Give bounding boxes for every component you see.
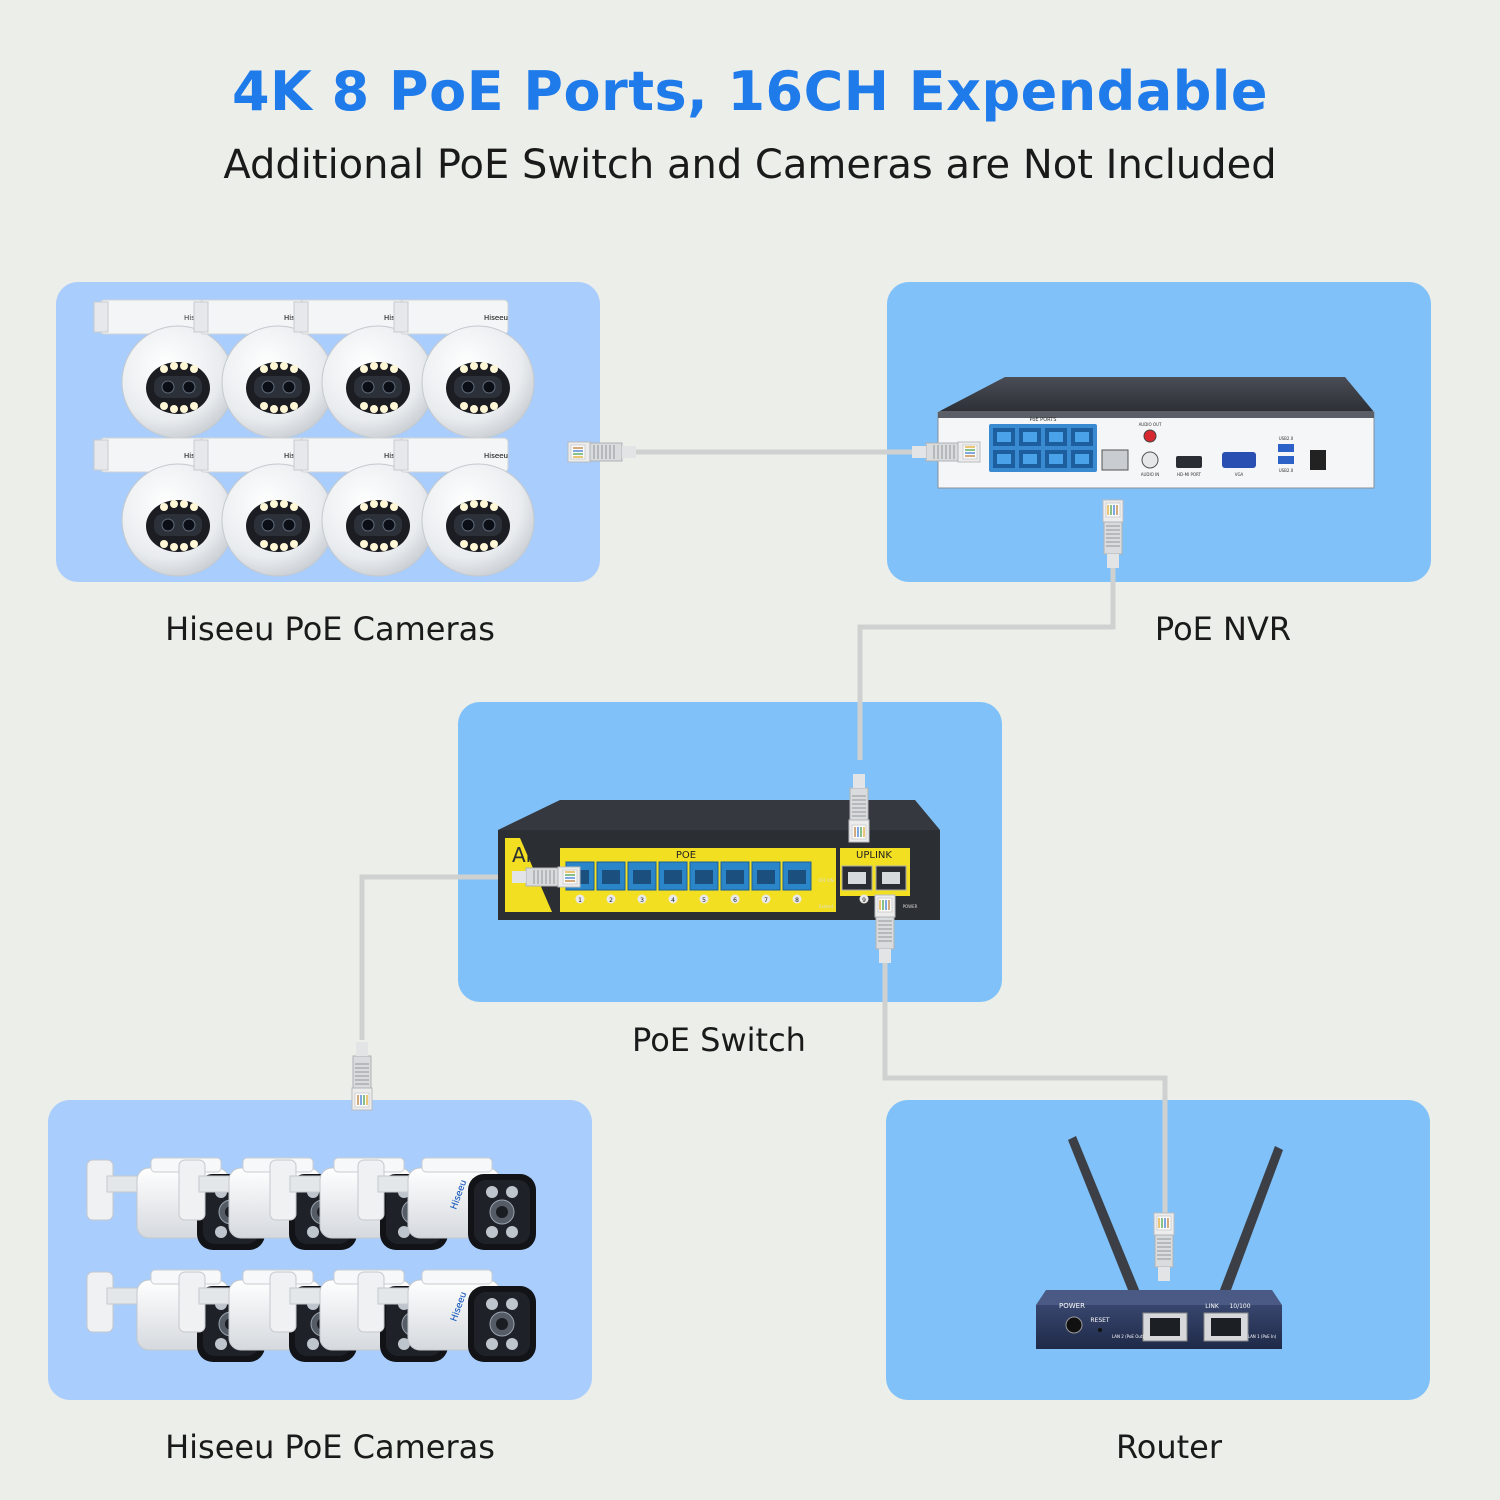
switch-poe-label: POE bbox=[676, 850, 696, 861]
plug-switch-uplink-bottom bbox=[874, 894, 896, 964]
dome-cameras-label: Hiseeu PoE Cameras bbox=[165, 610, 495, 648]
page-title: 4K 8 PoE Ports, 16CH Expendable bbox=[231, 60, 1269, 123]
page-subtitle: Additional PoE Switch and Cameras are No… bbox=[223, 142, 1277, 188]
switch-uplink-label: UPLINK bbox=[856, 850, 892, 861]
switch-dip-label: OFF ON bbox=[818, 878, 833, 883]
router-lan1-label: LAN 1 (PoE In) bbox=[1248, 1334, 1277, 1339]
switch-power-label: POWER bbox=[903, 904, 918, 909]
dome-camera-1: Hiseeu bbox=[93, 299, 235, 439]
nvr-port-header: PoE PORTS bbox=[1030, 417, 1057, 423]
switch-port-number: 2 bbox=[609, 897, 613, 904]
cable-switch-to-bullets bbox=[359, 874, 500, 1040]
dome-camera-brand: Hiseeu bbox=[484, 452, 508, 460]
nvr-vga-label: VGA bbox=[1235, 472, 1244, 477]
dome-camera-brand: Hiseeu bbox=[484, 452, 508, 460]
nvr-label: PoE NVR bbox=[1154, 610, 1292, 648]
switch-port-number: 6 bbox=[733, 897, 737, 904]
plug-cameras-nvr-right bbox=[911, 441, 981, 463]
cable-nvr-to-switch bbox=[857, 560, 1116, 760]
router-reset-label: RESET bbox=[1090, 1317, 1110, 1324]
nvr-poe-ports bbox=[989, 424, 1097, 472]
switch-port-number: 5 bbox=[702, 897, 706, 904]
bullet-cameras-label: Hiseeu PoE Cameras bbox=[165, 1428, 495, 1466]
router-device: POWER RESET LINK 10/100 LAN 2 (PoE Out) … bbox=[1036, 1136, 1283, 1349]
switch-poe-ports bbox=[565, 861, 812, 891]
nvr-hdmi-label: HD-MI PORT bbox=[1177, 472, 1201, 477]
plug-router-lan bbox=[1153, 1212, 1175, 1282]
switch-port-number: 1 bbox=[578, 897, 582, 904]
nvr-usb-label-2: USB2.0 bbox=[1279, 468, 1294, 473]
router-power-label: POWER bbox=[1059, 1302, 1085, 1310]
switch-port-number: 8 bbox=[795, 897, 799, 904]
switch-uplink-ports bbox=[841, 865, 907, 891]
dome-camera-brand: Hiseeu bbox=[484, 314, 508, 322]
router-label: Router bbox=[1115, 1428, 1223, 1466]
poe-switch-device: Ai POE UPLINK 12345678910 OFF ON Extend … bbox=[498, 800, 940, 920]
switch-port-number: 3 bbox=[640, 897, 644, 904]
router-lan2-label: LAN 2 (PoE Out) bbox=[1112, 1334, 1144, 1339]
nvr-usb-label-1: USB2.0 bbox=[1279, 436, 1294, 441]
plug-nvr-bottom bbox=[1102, 499, 1124, 569]
nvr-device: PoE PORTS AUDIO OUT AUDIO IN HD-MI PORT … bbox=[937, 377, 1375, 489]
router-speed-label: 10/100 bbox=[1229, 1303, 1250, 1310]
switch-port-number: 9 bbox=[862, 897, 866, 904]
switch-port-number: 7 bbox=[764, 897, 768, 904]
plug-bullets-top bbox=[351, 1041, 373, 1111]
switch-port-numbers: 12345678910 bbox=[575, 894, 895, 904]
plug-cameras-nvr-left bbox=[567, 441, 637, 463]
cable-switch-to-router bbox=[882, 960, 1168, 1240]
dome-camera-brand: Hiseeu bbox=[484, 314, 508, 322]
switch-label: PoE Switch bbox=[632, 1021, 806, 1059]
switch-port-number: 4 bbox=[671, 897, 675, 904]
nvr-audio-in-label: AUDIO IN bbox=[1141, 472, 1160, 477]
switch-brand: Ai bbox=[512, 843, 531, 867]
nvr-audio-out-label: AUDIO OUT bbox=[1139, 422, 1162, 427]
plug-switch-uplink-top bbox=[848, 773, 870, 843]
router-link-label: LINK bbox=[1205, 1303, 1220, 1310]
cable-lines bbox=[359, 449, 1168, 1240]
switch-extend-label: Extend bbox=[819, 904, 833, 909]
